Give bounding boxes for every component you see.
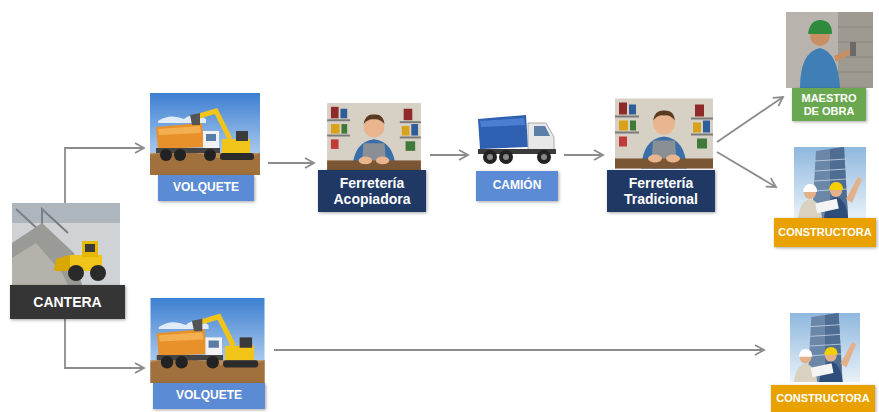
truck-photo: [472, 107, 560, 169]
flow-arrow: [564, 154, 603, 156]
arrow-head: [459, 150, 468, 160]
node-label: CANTERA: [14, 294, 121, 310]
arrow-head: [766, 178, 776, 187]
label-box: VOLQUETE: [153, 383, 265, 409]
arrow-head: [773, 97, 783, 106]
flow-arrow: [717, 97, 783, 142]
flow-arrow: [65, 148, 144, 203]
label-box: Ferretería Tradicional: [607, 170, 715, 212]
flow-arrow: [430, 154, 468, 156]
node-label: Ferretería Acopiadora: [322, 175, 422, 207]
photo-space: [472, 107, 562, 171]
flow-node: VOLQUETE: [150, 298, 268, 409]
arrow-head: [305, 158, 314, 168]
quarry-photo: [12, 203, 120, 285]
arrow-head: [135, 143, 144, 153]
label-box: MAESTRO DE OBRA: [792, 88, 866, 121]
flow-arrow: [268, 162, 314, 164]
label-box: CAMIÓN: [476, 171, 558, 201]
flow-node: VOLQUETE: [150, 93, 262, 201]
flow-node: Ferretería Acopiadora: [318, 103, 426, 212]
node-label: CONSTRUCTORA: [778, 226, 872, 239]
photo-space: [607, 97, 715, 170]
node-label: VOLQUETE: [157, 389, 261, 403]
dump-truck-photo: [150, 298, 264, 383]
photo-space: [150, 298, 268, 383]
flow-node: CONSTRUCTORA: [773, 147, 877, 247]
flow-node: MAESTRO DE OBRA: [785, 12, 873, 121]
flow-arrow: [717, 152, 776, 187]
photo-space: [10, 203, 125, 285]
label-box: CANTERA: [10, 285, 125, 319]
label-box: VOLQUETE: [158, 175, 254, 201]
label-box: CONSTRUCTORA: [774, 218, 876, 247]
arrow-head: [755, 345, 764, 355]
hardware-store-photo: [615, 99, 713, 169]
node-label: MAESTRO DE OBRA: [796, 92, 862, 117]
construction-company-photo: [794, 147, 866, 218]
node-label: CONSTRUCTORA: [775, 392, 871, 405]
arrow-head: [135, 363, 144, 373]
builder-photo: [786, 12, 873, 88]
flow-node: CAMIÓN: [472, 107, 562, 201]
construction-company-photo: [790, 313, 860, 382]
flow-node: CONSTRUCTORA: [770, 312, 876, 412]
flow-arrow: [65, 319, 144, 368]
photo-space: [785, 12, 873, 88]
node-label: VOLQUETE: [162, 181, 250, 195]
photo-space: [770, 312, 876, 385]
flow-node: Ferretería Tradicional: [607, 97, 715, 212]
arrow-head: [594, 150, 603, 160]
dump-truck-photo: [150, 93, 260, 175]
hardware-store-photo: [327, 103, 421, 170]
node-label: CAMIÓN: [480, 179, 554, 193]
label-box: Ferretería Acopiadora: [318, 170, 426, 212]
photo-space: [773, 147, 877, 218]
flow-node: CANTERA: [10, 203, 125, 319]
photo-space: [150, 93, 262, 175]
node-label: Ferretería Tradicional: [611, 175, 711, 207]
flow-arrow: [274, 349, 764, 351]
label-box: CONSTRUCTORA: [771, 385, 875, 412]
photo-space: [318, 103, 426, 170]
